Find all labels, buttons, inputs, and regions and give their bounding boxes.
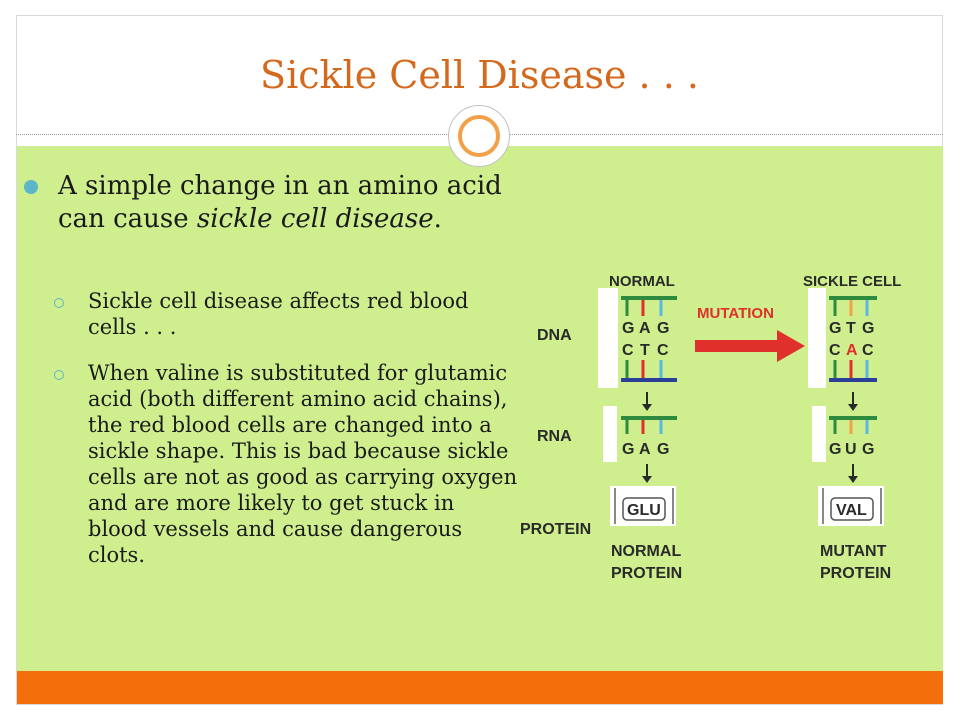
sickle-rna-base-3: G — [862, 441, 874, 458]
mutation-arrow-icon — [695, 330, 805, 362]
content-panel — [17, 146, 943, 671]
sickle-rna-backing — [812, 406, 826, 462]
normal-rna-base-3: G — [657, 441, 669, 458]
val-residue — [830, 497, 874, 521]
sickle-dna-bottom-base-2-mutated: A — [846, 342, 858, 359]
slide-title: Sickle Cell Disease . . . — [260, 53, 699, 97]
normal-rna-strand: G A G — [621, 416, 677, 458]
sickle-dna-top-base-2: T — [846, 320, 856, 337]
normal-heading: NORMAL — [609, 273, 675, 290]
bullet-dot-icon — [24, 180, 38, 194]
row-label-rna: RNA — [537, 428, 572, 445]
normal-dna-bottom-base-2: T — [640, 342, 650, 359]
normal-protein-caption-1: NORMAL — [611, 543, 681, 560]
main-bullet-tail: . — [433, 204, 442, 234]
sickle-dna-bottom-base-1: C — [829, 342, 841, 359]
sickle-dna-rna-arrow-icon — [848, 392, 858, 411]
sickle-rna-base-2: U — [845, 441, 857, 458]
normal-dna-top-base-1: G — [622, 320, 634, 337]
sub-bullet-ring-icon — [54, 298, 64, 308]
sickle-dna-top-base-3: G — [862, 320, 874, 337]
sub-bullet-1: Sickle cell disease affects red blood ce… — [88, 289, 469, 339]
sickle-rna-base-1: G — [829, 441, 841, 458]
mutation-label: MUTATION — [697, 305, 774, 322]
normal-dna-rna-arrow-icon — [642, 392, 652, 411]
row-label-protein: PROTEIN — [520, 521, 591, 538]
main-bullet-emphasis: sickle cell disease — [196, 204, 434, 234]
sub-bullet-ring-icon — [54, 370, 64, 380]
normal-dna-bottom-base-1: C — [622, 342, 634, 359]
sickle-rna-strand: G U G — [829, 416, 877, 458]
sickle-heading: SICKLE CELL — [803, 273, 901, 290]
ring-icon — [458, 115, 500, 157]
normal-protein-caption-2: PROTEIN — [611, 565, 682, 582]
normal-dna-backing — [598, 288, 618, 388]
mutation-diagram: NORMAL SICKLE CELL DNA RNA PROTEIN G A G… — [520, 273, 901, 582]
sickle-dna-bottom-base-3: C — [862, 342, 874, 359]
sub-bullet-2: When valine is substituted for glutamic … — [88, 361, 518, 567]
sickle-protein-caption-1: MUTANT — [820, 543, 887, 560]
normal-dna-bottom-base-3: C — [657, 342, 669, 359]
glu-residue — [622, 497, 666, 521]
main-bullet: A simple change in an amino acid can cau… — [58, 170, 528, 236]
normal-protein-chain: GLU NORMAL PROTEIN — [610, 486, 682, 582]
normal-rna-base-2: A — [639, 441, 651, 458]
sickle-protein-label: VAL — [836, 502, 867, 519]
normal-rna-backing — [603, 406, 617, 462]
bottom-accent-bar — [17, 671, 943, 704]
normal-dna-strand: G A G C T C — [621, 296, 677, 382]
sickle-rna-protein-arrow-icon — [848, 464, 858, 483]
sickle-dna-backing — [808, 288, 826, 388]
normal-rna-protein-arrow-icon — [642, 464, 652, 483]
sickle-protein-caption-2: PROTEIN — [820, 565, 891, 582]
normal-dna-top-base-3: G — [657, 320, 669, 337]
sickle-protein-chain: VAL MUTANT PROTEIN — [818, 486, 891, 582]
normal-rna-base-1: G — [622, 441, 634, 458]
main-bullet-lead: A simple change in an amino acid can cau… — [58, 171, 502, 234]
normal-dna-top-base-2: A — [639, 320, 651, 337]
sickle-dna-top-base-1: G — [829, 320, 841, 337]
sickle-dna-strand: G T G C A C — [829, 296, 877, 382]
row-label-dna: DNA — [537, 327, 572, 344]
normal-protein-label: GLU — [627, 502, 661, 519]
